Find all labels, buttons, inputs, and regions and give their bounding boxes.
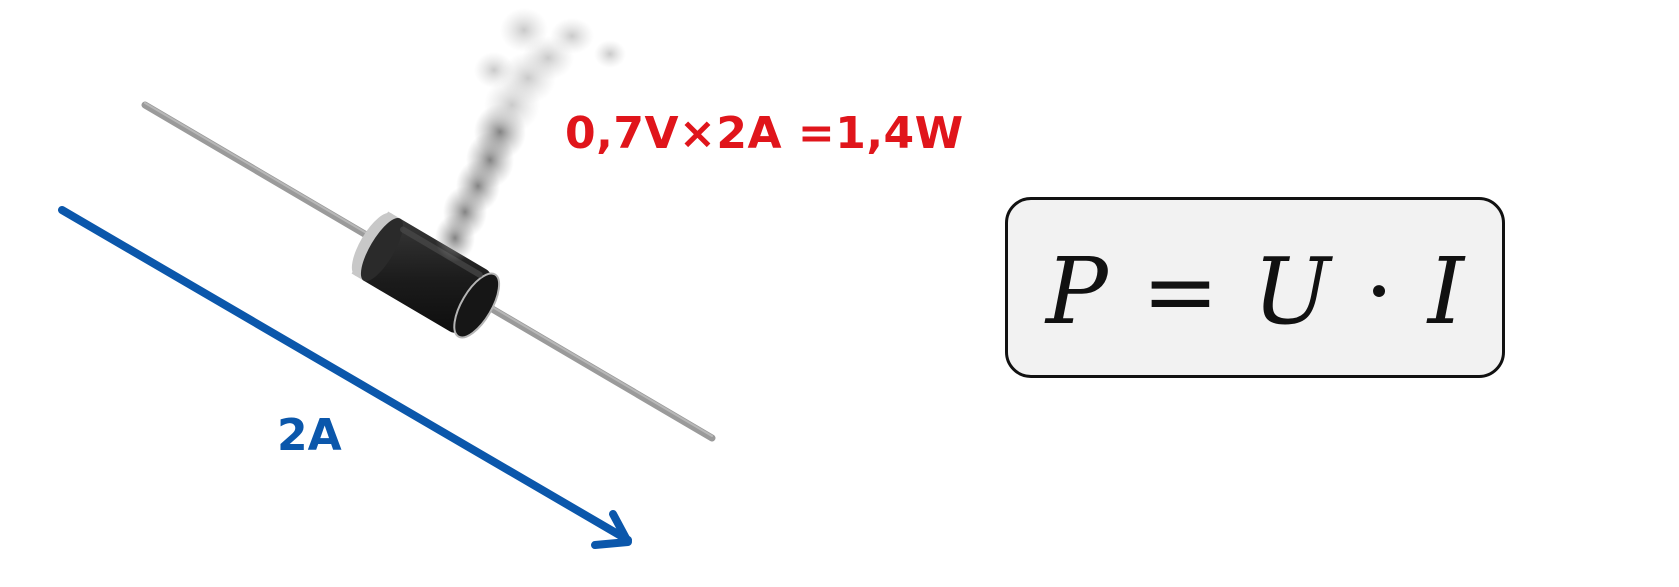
formula-box: P = U · I bbox=[1005, 197, 1505, 378]
current-value-label: 2A bbox=[277, 410, 342, 461]
diode-icon bbox=[351, 211, 501, 339]
formula-multiply-dot: · bbox=[1364, 238, 1394, 345]
power-calculation-label: 0,7V×2A =1,4W bbox=[565, 108, 964, 159]
formula-power-symbol: P bbox=[1045, 238, 1108, 345]
smoke-icon bbox=[435, 8, 626, 262]
formula-equals-sign: = bbox=[1141, 238, 1219, 345]
current-arrow-icon bbox=[58, 206, 632, 549]
formula-current-symbol: I bbox=[1427, 238, 1465, 345]
formula-voltage-symbol: U bbox=[1252, 238, 1331, 345]
power-formula: P = U · I bbox=[1046, 238, 1464, 345]
